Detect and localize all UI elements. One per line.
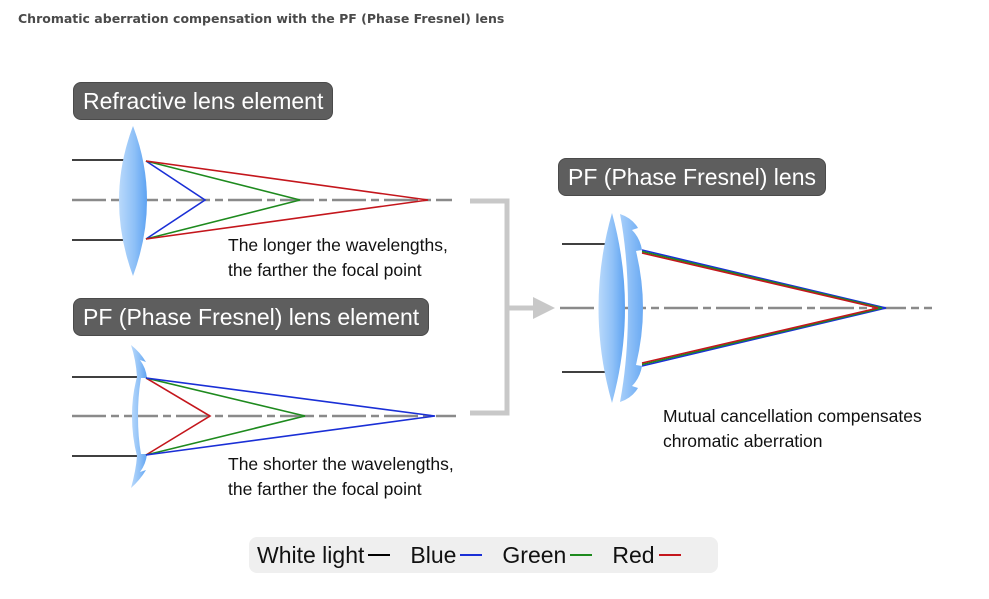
red-ray (145, 377, 212, 456)
legend-item-white-light: White light (257, 541, 391, 569)
convex-lens-icon (598, 213, 625, 403)
legend-item-blue: Blue (410, 541, 483, 569)
pf-element-caption: The shorter the wavelengths, the farther… (228, 452, 454, 502)
combine-bracket (470, 198, 555, 416)
caption-line: The longer the wavelengths, (228, 235, 448, 255)
legend: White light Blue Green Red (249, 537, 718, 573)
pf-element-diagram (72, 345, 456, 488)
green-ray (641, 250, 883, 366)
legend-item-red: Red (612, 541, 681, 569)
red-ray (145, 160, 429, 240)
legend-swatch-red (658, 554, 681, 556)
green-ray (145, 160, 301, 240)
legend-swatch-green (570, 554, 593, 556)
legend-label: White light (257, 541, 365, 568)
refractive-lens-label: Refractive lens element (73, 82, 334, 120)
pf-lens-diagram (560, 213, 932, 403)
bracket-line (470, 198, 510, 416)
pf-element-label: PF (Phase Fresnel) lens element (73, 298, 430, 336)
convex-lens-icon (119, 126, 147, 276)
diagram-title: Chromatic aberration compensation with t… (18, 11, 505, 26)
legend-item-green: Green (502, 541, 593, 569)
blue-ray (641, 249, 887, 367)
red-ray (641, 252, 879, 364)
legend-label: Green (502, 541, 567, 568)
legend-swatch-white-light (368, 554, 391, 556)
blue-ray (145, 160, 207, 240)
legend-label: Red (612, 541, 655, 568)
fresnel-lens-icon (131, 345, 147, 488)
legend-label: Blue (410, 541, 457, 568)
green-ray (145, 377, 306, 456)
refractive-caption: The longer the wavelengths, the farther … (228, 233, 448, 283)
caption-line: chromatic aberration (663, 431, 823, 451)
refractive-diagram (72, 126, 452, 276)
caption-line: the farther the focal point (228, 479, 422, 499)
caption-line: Mutual cancellation compensates (663, 406, 922, 426)
pf-lens-label: PF (Phase Fresnel) lens (558, 158, 826, 196)
blue-ray (145, 377, 436, 456)
caption-line: the farther the focal point (228, 260, 422, 280)
pf-lens-caption: Mutual cancellation compensates chromati… (663, 404, 922, 454)
arrow-right-icon (533, 297, 555, 319)
fresnel-element-icon (620, 214, 643, 402)
caption-line: The shorter the wavelengths, (228, 454, 454, 474)
legend-swatch-blue (460, 554, 483, 556)
